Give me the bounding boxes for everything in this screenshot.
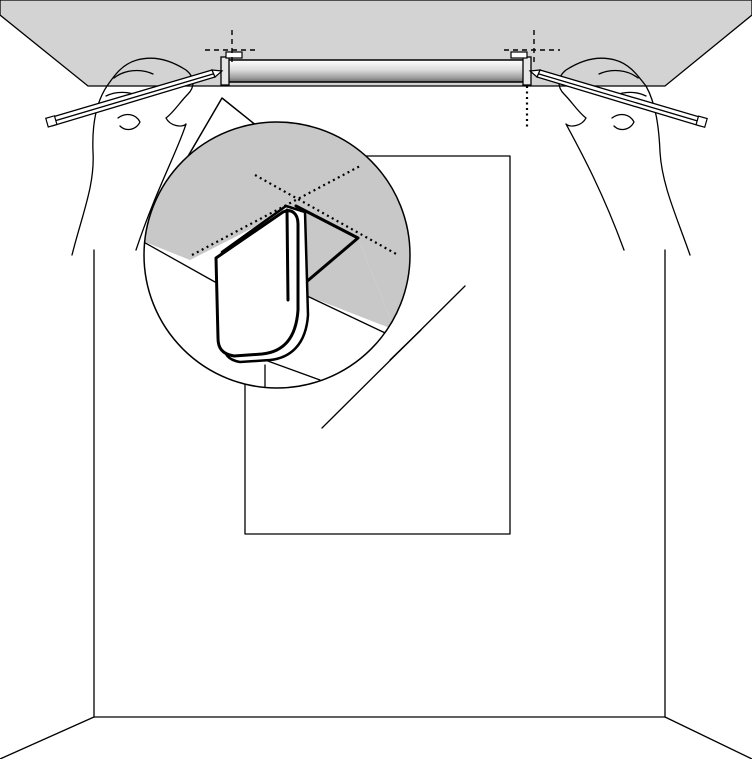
right-hand-with-pencil [530,58,707,255]
right-finger-3 [612,115,634,130]
left-pencil-eraser [46,116,57,127]
right-pencil-eraser [696,116,707,127]
zoom-detail [120,120,440,395]
left-bracket [226,52,242,58]
right-bracket [511,52,527,58]
blind-tube [224,60,528,82]
zoom-bracket-slot [287,210,288,300]
roller-blind [221,52,531,128]
left-finger-3 [118,115,140,130]
floor-right-corner [665,717,752,759]
floor-left-corner [0,717,94,759]
glass-reflection-2 [390,330,421,360]
